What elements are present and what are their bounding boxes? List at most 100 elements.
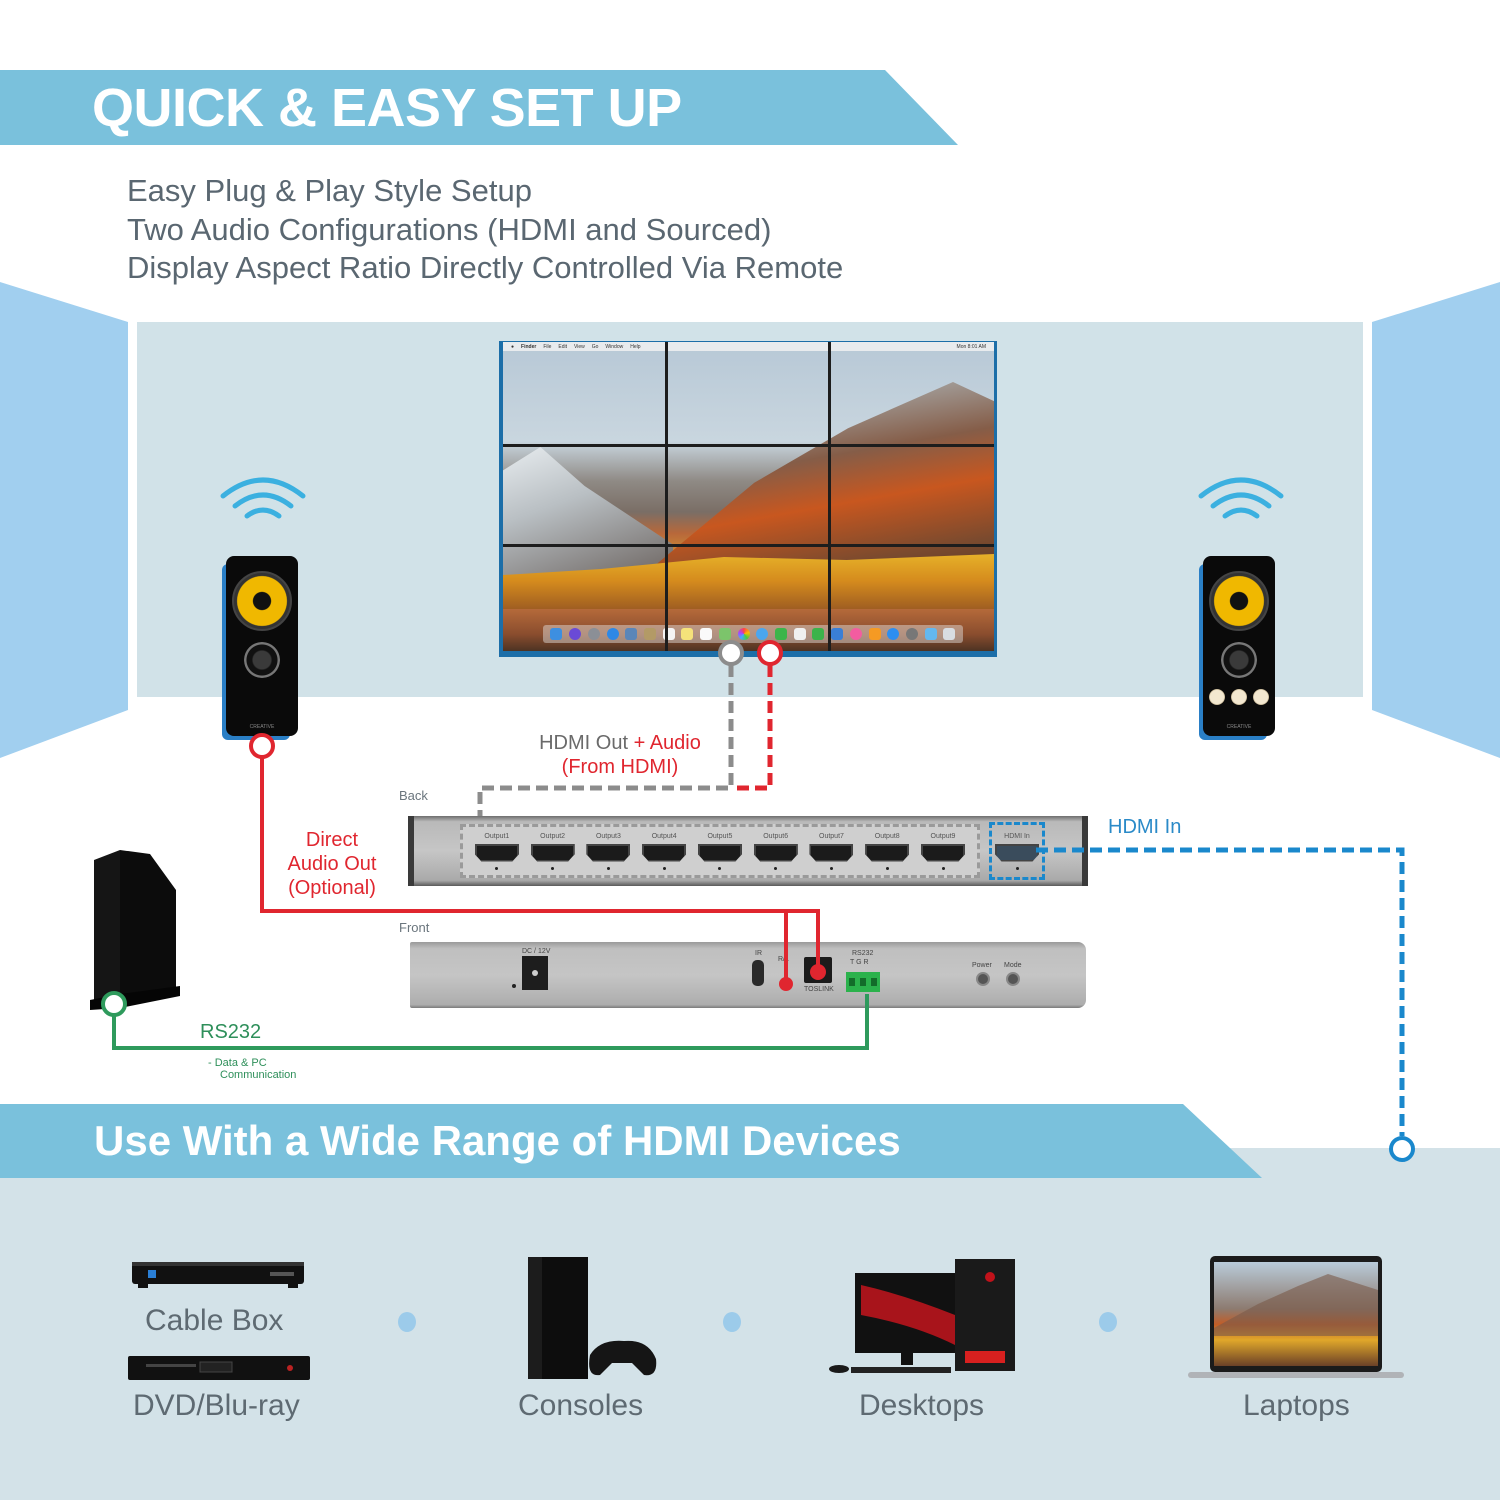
hdmi-output-port[interactable]: Output3 (583, 833, 633, 870)
ir-sensor (752, 960, 764, 986)
appstore-icon (887, 628, 900, 640)
hdmi-output-port[interactable]: Output8 (862, 833, 912, 870)
tweeter-icon (1221, 642, 1257, 678)
power-label: Power (972, 962, 992, 969)
plus-audio-text: + Audio (633, 732, 701, 754)
desktop-computer-icon (829, 1259, 1015, 1373)
hdmi-output-port[interactable]: Output5 (695, 833, 745, 870)
menu-item: Go (591, 343, 599, 350)
bezel-line (828, 342, 831, 651)
label-line: Direct (305, 829, 359, 851)
hdmi-output-port[interactable]: Output1 (472, 833, 522, 870)
menu-item: View (574, 343, 585, 350)
device-label-cable-box: Cable Box (145, 1304, 284, 1337)
hdmi-outputs-group: Output1 Output2 Output3 Output4 Output5 … (460, 824, 980, 878)
left-side-wall (0, 282, 128, 758)
wallpaper-landscape (503, 342, 994, 651)
left-speaker: CREATIVE (226, 556, 298, 736)
hdmi-port-icon (753, 843, 798, 862)
hdmi-port-icon (697, 843, 742, 862)
rs232-label: RS232 (200, 1021, 262, 1043)
device-label-dvd: DVD/Blu-ray (133, 1389, 300, 1422)
itunes-icon (849, 628, 862, 640)
rs232-port-label: RS232 (852, 950, 874, 957)
hdmi-port-icon (530, 843, 575, 862)
bezel-line (503, 444, 994, 447)
label-line: Audio Out (287, 853, 377, 875)
hdmi-in-connector (1389, 1136, 1415, 1162)
hdmi-port-icon (474, 843, 519, 862)
hdmi-output-port[interactable]: Output6 (751, 833, 801, 870)
hdmi-out-connector (718, 640, 744, 666)
speaker-brand: CREATIVE (1226, 724, 1252, 730)
wireless-signal-icon (220, 477, 306, 519)
port-label: Output5 (707, 832, 733, 840)
mountain-left (503, 447, 673, 577)
game-console-icon (528, 1257, 657, 1379)
port-label: Output7 (819, 832, 844, 840)
device-label-laptops: Laptops (1243, 1389, 1350, 1422)
feature-item: Easy Plug & Play Style Setup (127, 173, 532, 208)
from-hdmi-text: (From HDMI) (561, 756, 679, 778)
separator-dot (398, 1312, 416, 1332)
hdmi-output-port[interactable]: Output7 (806, 833, 856, 870)
menu-item: Window (605, 343, 624, 350)
hdmi-port-icon (586, 843, 631, 862)
pages-icon (793, 628, 806, 640)
speaker-audio-connector (249, 733, 275, 759)
reset-pinhole[interactable] (512, 984, 516, 988)
apple-icon: ● (511, 343, 515, 350)
volume-knob (1209, 689, 1225, 705)
page-title: QUICK & EASY SET UP (92, 77, 682, 138)
rs232-terminal-block[interactable] (846, 972, 880, 992)
menu-item: File (543, 343, 552, 350)
port-label: HDMI In (1004, 832, 1030, 840)
port-label: Output9 (930, 832, 956, 840)
ir-label: IR (755, 950, 762, 957)
audio-connector (757, 640, 783, 666)
note-line: - Data & PC (208, 1057, 267, 1069)
tweeter-icon (244, 642, 280, 678)
rl-label: R/L (778, 956, 789, 963)
hdmi-output-port[interactable]: Output9 (918, 833, 968, 870)
video-wall-screen: ● Finder File Edit View Go Window Help M… (503, 342, 994, 651)
ibooks-icon (868, 628, 881, 640)
launchpad-icon (587, 628, 600, 640)
feature-item: Two Audio Configurations (HDMI and Sourc… (127, 211, 772, 247)
port-label: Output1 (484, 832, 510, 840)
dc-label: DC / 12V (522, 948, 551, 955)
woofer-icon (232, 571, 292, 631)
devices-section-title: Use With a Wide Range of HDMI Devices (94, 1117, 901, 1164)
mode-label: Mode (1004, 962, 1022, 969)
power-knob (1253, 689, 1269, 705)
port-label: Output8 (874, 832, 900, 840)
rs232-note: - Data & PC Communication (208, 1057, 296, 1081)
power-button[interactable] (976, 972, 990, 986)
device-label-desktops: Desktops (859, 1389, 985, 1422)
bezel-line (665, 342, 668, 651)
separator-dot (1099, 1312, 1117, 1332)
hdmi-output-port[interactable]: Output4 (639, 833, 689, 870)
dc-power-jack[interactable] (522, 956, 548, 990)
mode-button[interactable] (1006, 972, 1020, 986)
separator-dot (723, 1312, 741, 1332)
hdmi-out-audio-label: HDMI Out + Audio (From HDMI) (510, 731, 730, 779)
hdmi-input-port[interactable]: HDMI In (989, 822, 1045, 880)
safari-icon (606, 628, 619, 640)
facetime-icon (774, 628, 787, 640)
toslink-port[interactable] (804, 957, 832, 983)
direct-audio-out-label: Direct Audio Out (Optional) (272, 828, 392, 900)
front-panel-label: Front (399, 920, 430, 935)
rs232-pins-label: T G R (850, 959, 869, 966)
devices-banner: Use With a Wide Range of HDMI Devices (0, 1104, 1262, 1178)
cable-box-icon (132, 1262, 304, 1288)
mac-dock (543, 625, 963, 643)
maps-icon (718, 628, 731, 640)
video-wall-display: ● Finder File Edit View Go Window Help M… (499, 341, 997, 657)
hdmi-output-port[interactable]: Output2 (528, 833, 578, 870)
toslink-label: TOSLINK (804, 986, 834, 993)
hdmi-port-icon (809, 843, 854, 862)
hdmi-port-icon (921, 843, 965, 862)
hdmi-port-icon (995, 843, 1039, 862)
hdmi-port-icon (642, 843, 687, 862)
